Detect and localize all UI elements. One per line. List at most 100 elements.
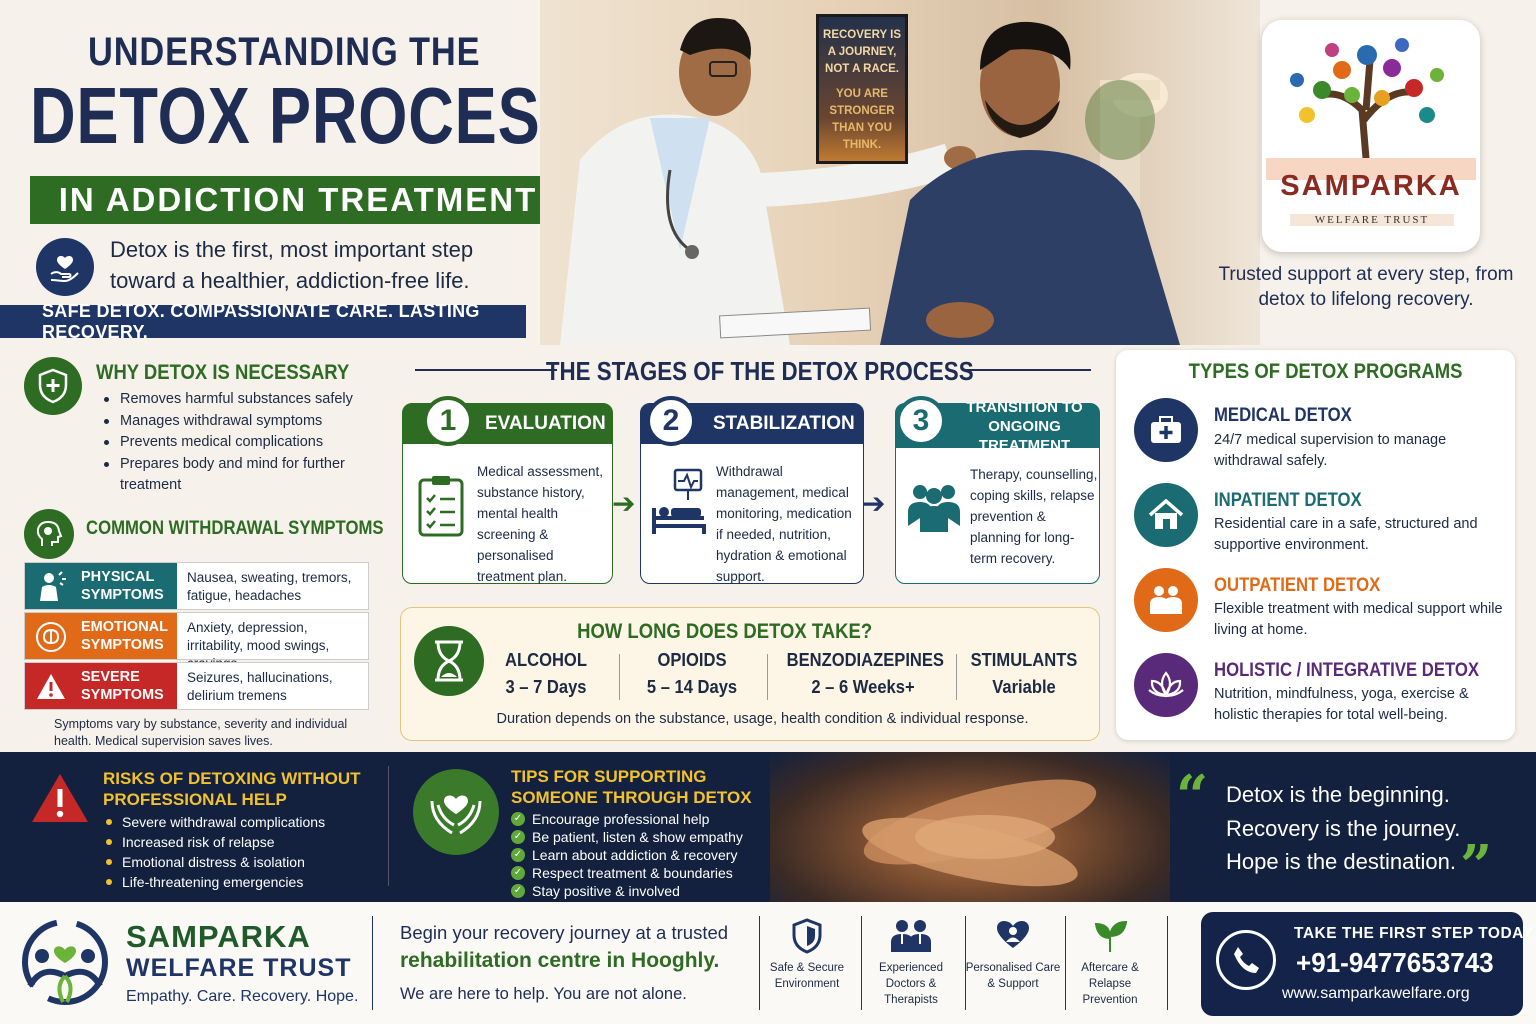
divider [415,369,557,371]
trust-text: Trusted support at every step, from deto… [1218,264,1514,310]
type-desc: Flexible treatment with medical support … [1214,601,1503,638]
tips-list: ✓Encourage professional help ✓Be patient… [511,810,743,900]
arrow-right-icon: ➔ [612,488,636,519]
stages-heading: THE STAGES OF THE DETOX PROCESS [546,356,974,386]
duration-note: Duration depends on the substance, usage… [496,711,1029,727]
why-item: Manages withdrawal symptoms [104,411,374,433]
feature-aftercare: Aftercare & Relapse Prevention [1062,918,1158,1008]
types-heading: TYPES OF DETOX PROGRAMS [1189,360,1463,383]
risk-item: Life-threatening emergencies [104,872,325,892]
check-icon: ✓ [511,830,525,844]
medical-kit-icon [1134,398,1198,462]
feature-doctors: Experienced Doctors & Therapists [863,918,959,1008]
divider [767,654,768,700]
why-heading: WHY DETOX IS NECESSARY [96,361,350,384]
cta-title: TAKE THE FIRST STEP TODAY [1294,925,1534,942]
symptom-row-severe: SEVERE SYMPTOMS Seizures, hallucinations… [24,662,369,710]
symptoms-note: Symptoms vary by substance, severity and… [54,717,348,748]
stage-text: Withdrawal management, medical monitorin… [716,464,852,584]
people-support-icon [1134,568,1198,632]
symptom-label: SEVERE SYMPTOMS [81,669,164,703]
stage-number: 1 [423,396,473,446]
stage-text: Medical assessment, substance history, m… [477,464,604,584]
quote-text: Detox is the beginning. Recovery is the … [1226,782,1461,874]
tip-item: ✓Stay positive & involved [511,882,743,900]
intro-text: Detox is the first, most important step … [110,237,474,293]
stage-text: Therapy, counselling, coping skills, rel… [970,467,1098,566]
people-group-icon [908,485,960,532]
heart-hand-icon [36,238,94,296]
feature-safe: Safe & Secure Environment [759,918,855,992]
footer-help-text: We are here to help. You are not alone. [400,985,687,1003]
samparka-emblem-icon [22,919,108,1005]
shield-plus-icon [24,357,82,415]
head-brain-icon [24,509,74,559]
holding-hands-photo [770,752,1170,902]
why-item: Removes harmful substances safely [104,389,374,411]
duration-panel [400,607,1100,741]
hospital-bed-icon [652,468,706,534]
arrow-right-icon: ➔ [862,488,886,519]
house-icon [1134,483,1198,547]
tips-heading: TIPS FOR SUPPORTING SOMEONE THROUGH DETO… [511,767,752,807]
footer-org-subname: WELFARE TRUST [126,954,352,982]
divider [1167,916,1168,1010]
heart-person-icon [997,920,1029,948]
type-desc: Nutrition, mindfulness, yoga, exercise &… [1214,686,1469,723]
check-icon: ✓ [511,848,525,862]
why-item: Prepares body and mind for further treat… [104,454,374,497]
footer-org-name: SAMPARKA [126,919,311,954]
logo-name: SAMPARKA [1280,170,1462,202]
sprout-icon [1094,920,1128,952]
poster-line1: RECOVERY IS A JOURNEY, NOT A RACE. [823,29,901,75]
brain-icon [36,622,66,652]
tip-item: ✓Be patient, listen & show empathy [511,828,743,846]
logo-subtitle: WELFARE TRUST [1290,214,1454,226]
phone-icon[interactable] [1216,930,1276,990]
poster-line2: YOU ARE STRONGER THAN YOU THINK. [829,88,895,151]
tagline-banner: SAFE DETOX. COMPASSIONATE CARE. LASTING … [0,301,526,342]
risk-item: Severe withdrawal complications [104,812,325,832]
risk-item: Increased risk of relapse [104,832,325,852]
lotus-icon [1134,653,1198,717]
risks-heading: RISKS OF DETOXING WITHOUT PROFESSIONAL H… [103,769,361,809]
footer-begin-text: Begin your recovery journey at a trusted [400,922,729,943]
symptoms-heading: COMMON WITHDRAWAL SYMPTOMS [86,518,384,539]
title-line2: DETOX PROCESS [30,71,584,160]
type-name: OUTPATIENT DETOX [1214,575,1381,596]
divider [965,369,1091,371]
duration-heading: HOW LONG DOES DETOX TAKE? [577,620,873,643]
divider [861,916,862,1010]
divider [759,916,760,1010]
heart-in-hands-icon [413,769,499,855]
doctors-icon [891,920,931,952]
symptom-text: Nausea, sweating, tremors, fatigue, head… [187,570,352,603]
tree-logo-icon [1266,38,1476,218]
risk-item: Emotional distress & isolation [104,852,325,872]
stage-number: 3 [896,396,946,446]
open-quote-icon: “ [1176,763,1209,829]
why-item: Prevents medical complications [104,432,374,454]
risks-list: Severe withdrawal complications Increase… [104,812,325,892]
feature-personalised: Personalised Care & Support [965,918,1061,992]
footer-centre-text: rehabilitation centre in Hooghly. [400,949,720,972]
footer-motto: Empathy. Care. Recovery. Hope. [126,988,359,1005]
stage-number: 2 [646,396,696,446]
close-quote-icon: ” [1460,833,1493,899]
website-link[interactable]: www.samparkawelfare.org [1282,985,1470,1002]
hourglass-icon [414,626,484,696]
person-ache-icon [40,571,66,601]
divider [619,654,620,700]
check-icon: ✓ [511,866,525,880]
motivational-poster: RECOVERY IS A JOURNEY, NOT A RACE. YOU A… [816,14,908,164]
check-icon: ✓ [511,812,525,826]
type-name: INPATIENT DETOX [1214,490,1362,511]
tip-item: ✓Learn about addiction & recovery [511,846,743,864]
divider [1065,916,1066,1010]
phone-number-link[interactable]: +91-9477653743 [1296,947,1494,978]
symptom-row-emotional: EMOTIONAL SYMPTOMS Anxiety, depression, … [24,612,369,671]
